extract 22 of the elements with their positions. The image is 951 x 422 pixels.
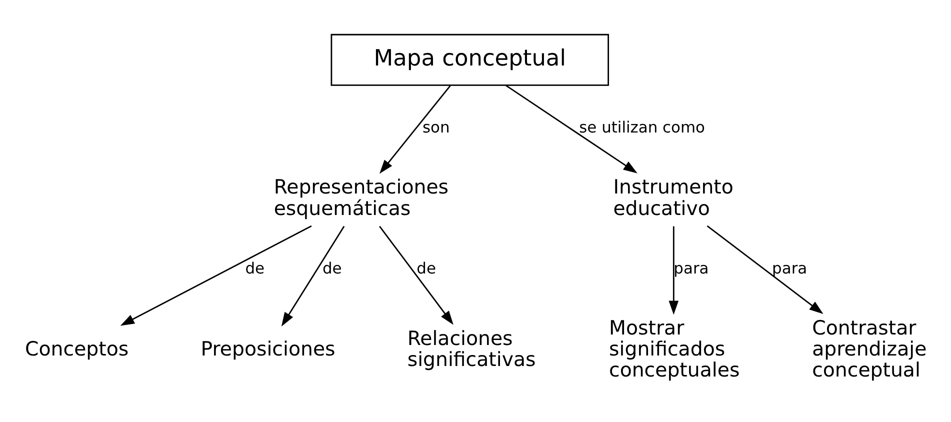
arrow [281,226,345,326]
node-text: Instrumento educativo [613,176,734,220]
edge-label: de [322,259,342,278]
arrow [379,85,451,174]
arrow [379,226,454,325]
edge-label: se utilizan como [579,118,705,137]
edge-label: para [674,259,709,278]
node-text: Conceptos [25,337,129,360]
edge-label: de [245,259,264,278]
node-text: Contrastar aprendizaje conceptual [812,316,927,382]
node-text: Relaciones significativas [407,326,536,371]
arrow [668,226,679,315]
edge-label: para [772,259,808,278]
edge-label: son [422,118,450,137]
arrow [120,225,312,326]
node-text: Preposiciones [200,337,336,360]
node-text: Mostrar significados conceptuales [609,316,740,382]
arrow [706,225,824,314]
edge-label: de [416,259,436,278]
node-text: Representaciones esquemáticas [274,176,449,220]
node-box: Mapa conceptual [330,34,610,86]
arrow [505,84,638,174]
